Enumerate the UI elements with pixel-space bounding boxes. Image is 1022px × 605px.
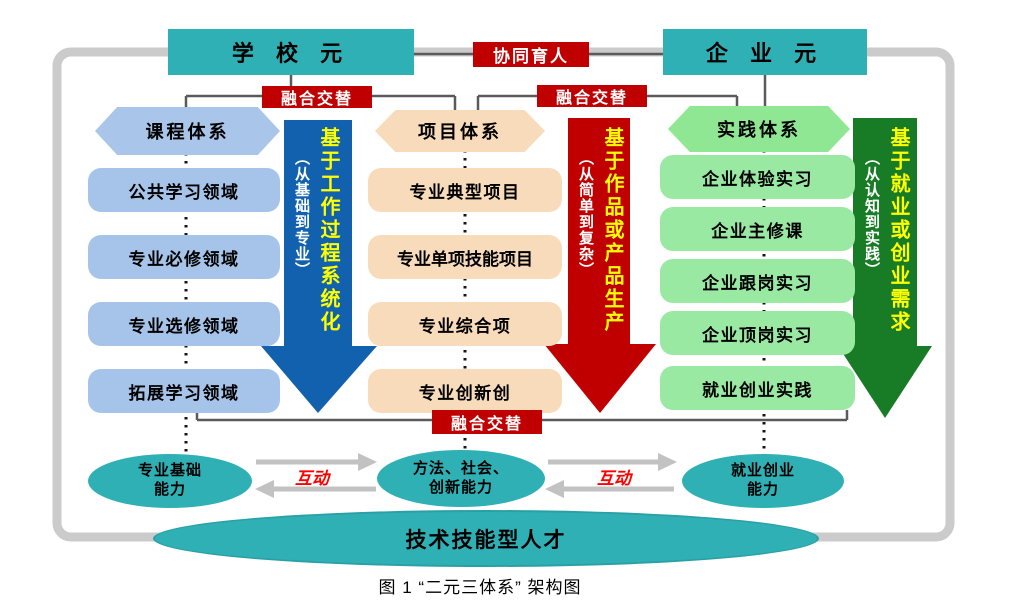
outcome-ellipse: 技术技能型人才 [153, 510, 819, 567]
practice-item-box: 企业体验实习 [660, 155, 855, 199]
interaction-label-right: 互动 [597, 468, 631, 488]
green-arrow-sub-text: （从认知到实践） [863, 150, 880, 278]
project-item-box: 专业创新创 [368, 369, 562, 413]
interaction-arrow-left-pair [255, 453, 377, 498]
interaction-arrows [255, 453, 677, 498]
blue-down-arrow-icon [261, 120, 377, 413]
practice-item-box: 就业创业实践 [660, 366, 855, 410]
ability-ellipse-method-social-innovation: 方法、社会、 创新能力 [377, 450, 545, 507]
curriculum-item-box: 专业选修领域 [88, 302, 280, 346]
curriculum-item-box: 专业必修领域 [88, 235, 280, 279]
red-down-arrow-icon [544, 118, 656, 413]
interaction-arrow-right-pair [545, 453, 677, 498]
project-item-box: 专业典型项目 [368, 168, 562, 212]
column-header-project: 项目体系 [375, 110, 545, 152]
enterprise-element-label: 企 业 元 [705, 41, 825, 66]
project-item-box: 专业综合项 [368, 302, 562, 346]
school-element-box: 学 校 元 [168, 29, 414, 75]
green-arrow-main-text: 基于就业或创业需求 [887, 127, 909, 334]
green-down-arrow-icon [838, 118, 932, 418]
figure-caption: 图 1 “二元三体系” 架构图 [378, 578, 582, 597]
ability-ellipse-employment-entrepreneurship: 就业创业 能力 [682, 454, 844, 508]
curriculum-item-box: 公共学习领域 [88, 168, 280, 212]
curriculum-item-box: 拓展学习领域 [88, 369, 280, 413]
collaboration-label: 协同育人 [473, 42, 589, 67]
red-arrow-sub-text: （从简单到复杂） [577, 150, 594, 278]
column-header-practice: 实践体系 [668, 106, 850, 152]
enterprise-element-box: 企 业 元 [663, 29, 867, 75]
red-arrow-main-text: 基于作品或产品生产 [601, 127, 623, 334]
practice-item-box: 企业跟岗实习 [660, 259, 855, 303]
column-header-curriculum: 课程体系 [95, 107, 280, 155]
interaction-label-left: 互动 [295, 468, 329, 488]
blue-arrow-sub-text: （从基础到专业） [293, 150, 310, 278]
fusion-label-bottom: 融合交替 [432, 410, 542, 434]
practice-item-box: 企业主修课 [660, 207, 855, 251]
project-item-box: 专业单项技能项目 [368, 235, 562, 279]
blue-arrow-main-text: 基于工作过程系统化 [317, 127, 339, 334]
school-element-label: 学 校 元 [231, 41, 351, 66]
ability-ellipse-professional-basic: 专业基础 能力 [88, 454, 252, 508]
fusion-label-left: 融合交替 [262, 86, 372, 108]
practice-item-box: 企业顶岗实习 [660, 311, 855, 355]
big-down-arrows [261, 118, 932, 418]
fusion-label-right: 融合交替 [537, 85, 647, 107]
